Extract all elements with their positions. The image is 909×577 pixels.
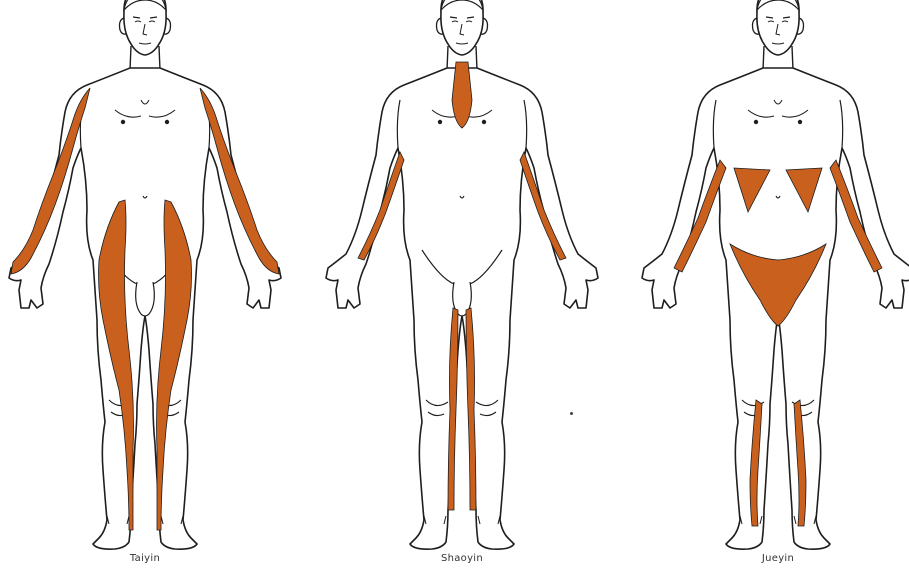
figure-shaoyin <box>326 0 598 549</box>
caption-shaoyin: Shaoyin <box>382 553 542 564</box>
figure-jueyin <box>642 0 909 549</box>
stray-dot <box>570 412 573 415</box>
figure-taiyin <box>9 0 281 549</box>
caption-taiyin: Taiyin <box>65 553 225 564</box>
caption-jueyin: Jueyin <box>698 553 858 564</box>
